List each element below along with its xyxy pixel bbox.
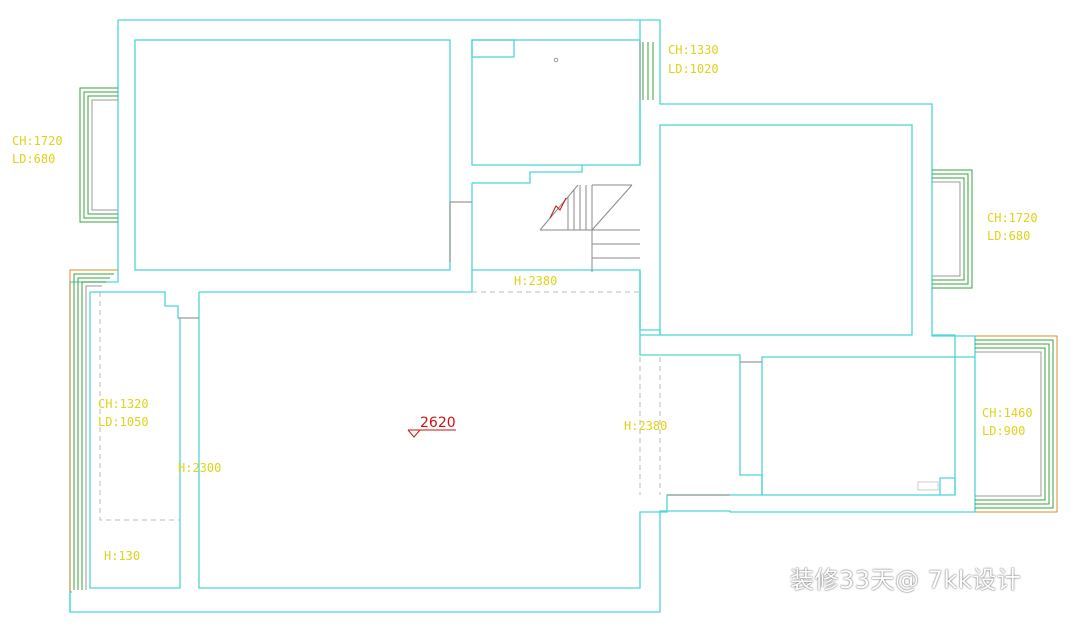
opening-right-height: H:2380 [624, 419, 667, 433]
openings [99, 291, 661, 521]
left-lower-window-ch: CH:1320 [98, 397, 149, 411]
window-left-bay [79, 87, 118, 223]
left-window-ld: LD:680 [12, 152, 55, 166]
right-window-ld: LD:680 [987, 229, 1030, 243]
opening-left-dash [99, 292, 180, 521]
room-top-left [134, 39, 451, 271]
room-right [659, 124, 913, 336]
wall-lower-right-top [932, 334, 975, 358]
outer-wall-outline [69, 19, 976, 613]
elevation-label: 2620 [420, 415, 456, 431]
wall-stair-top [472, 165, 583, 184]
window-left-lower [69, 269, 118, 592]
left-lower-window-ld: LD:1050 [98, 415, 149, 429]
outer-wall-left [69, 20, 119, 612]
stair-break-mark [549, 197, 567, 219]
opening-top-height: H:2380 [514, 274, 557, 288]
fixture-dot [553, 57, 559, 63]
windows [69, 42, 1058, 592]
room-main-hall [198, 269, 763, 589]
room-top-center [471, 39, 641, 166]
left-window-ch: CH:1720 [12, 134, 63, 148]
right-lower-window-ch: CH:1460 [982, 406, 1033, 420]
window-top-right [639, 42, 654, 100]
elevation-marker: 2620 [407, 415, 456, 438]
opening-bottom-left-height: H:130 [104, 549, 140, 563]
watermark-text: 装修33天@ 7kk设计 [790, 566, 1022, 594]
dimension-labels: CH:1330 LD:1020 CH:1720 LD:680 CH:1720 L… [12, 43, 1038, 563]
right-window-ch: CH:1720 [987, 211, 1038, 225]
window-right-bay [932, 169, 973, 289]
right-lower-window-ld: LD:900 [982, 424, 1025, 438]
fixture-label-box [917, 481, 939, 491]
walls [69, 19, 976, 613]
wall-stair-right [639, 270, 661, 336]
top-window-ch: CH:1330 [668, 43, 719, 57]
top-window-ld: LD:1020 [668, 62, 719, 76]
window-right-lower [975, 335, 1058, 513]
closet-top-center [471, 39, 515, 58]
opening-left-height: H:2300 [178, 461, 221, 475]
wall-lower-right-corner [939, 477, 956, 495]
room-lower-right [761, 356, 956, 496]
staircase [539, 184, 640, 272]
room-left-corridor [89, 291, 181, 589]
